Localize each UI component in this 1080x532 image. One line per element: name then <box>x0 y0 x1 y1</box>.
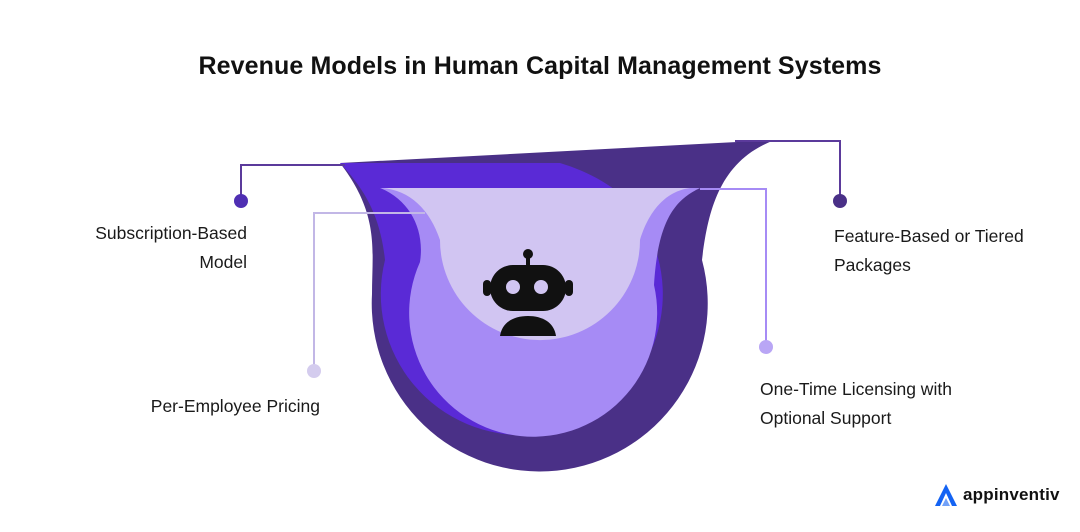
label-line: Packages <box>834 255 911 275</box>
label-per-employee-pricing: Per-Employee Pricing <box>100 392 320 421</box>
label-line: Per-Employee Pricing <box>150 396 320 416</box>
label-subscription-based-model: Subscription-Based Model <box>40 219 247 277</box>
label-feature-based-tiered: Feature-Based or Tiered Packages <box>834 222 1074 280</box>
label-one-time-licensing: One-Time Licensing with Optional Support <box>760 375 1020 433</box>
connector-subscription <box>240 164 345 201</box>
robot-icon <box>483 249 573 336</box>
core-ring <box>382 188 690 341</box>
brand-logo: appinventiv <box>933 481 1060 509</box>
label-line: Optional Support <box>760 408 892 428</box>
label-line: Feature-Based or Tiered <box>834 226 1024 246</box>
label-line: One-Time Licensing with <box>760 379 952 399</box>
label-line: Subscription-Based <box>95 223 247 243</box>
dot-subscription <box>234 194 248 208</box>
brand-name: appinventiv <box>963 485 1060 504</box>
appinventiv-logo-icon <box>935 484 957 506</box>
dot-feature <box>833 194 847 208</box>
connector-per-employee <box>313 212 425 371</box>
dot-per-employee <box>307 364 321 378</box>
page-title: Revenue Models in Human Capital Manageme… <box>198 52 882 80</box>
label-line: Model <box>199 252 247 272</box>
connector-onetime <box>700 188 767 347</box>
dot-onetime <box>759 340 773 354</box>
connector-feature <box>735 140 841 201</box>
